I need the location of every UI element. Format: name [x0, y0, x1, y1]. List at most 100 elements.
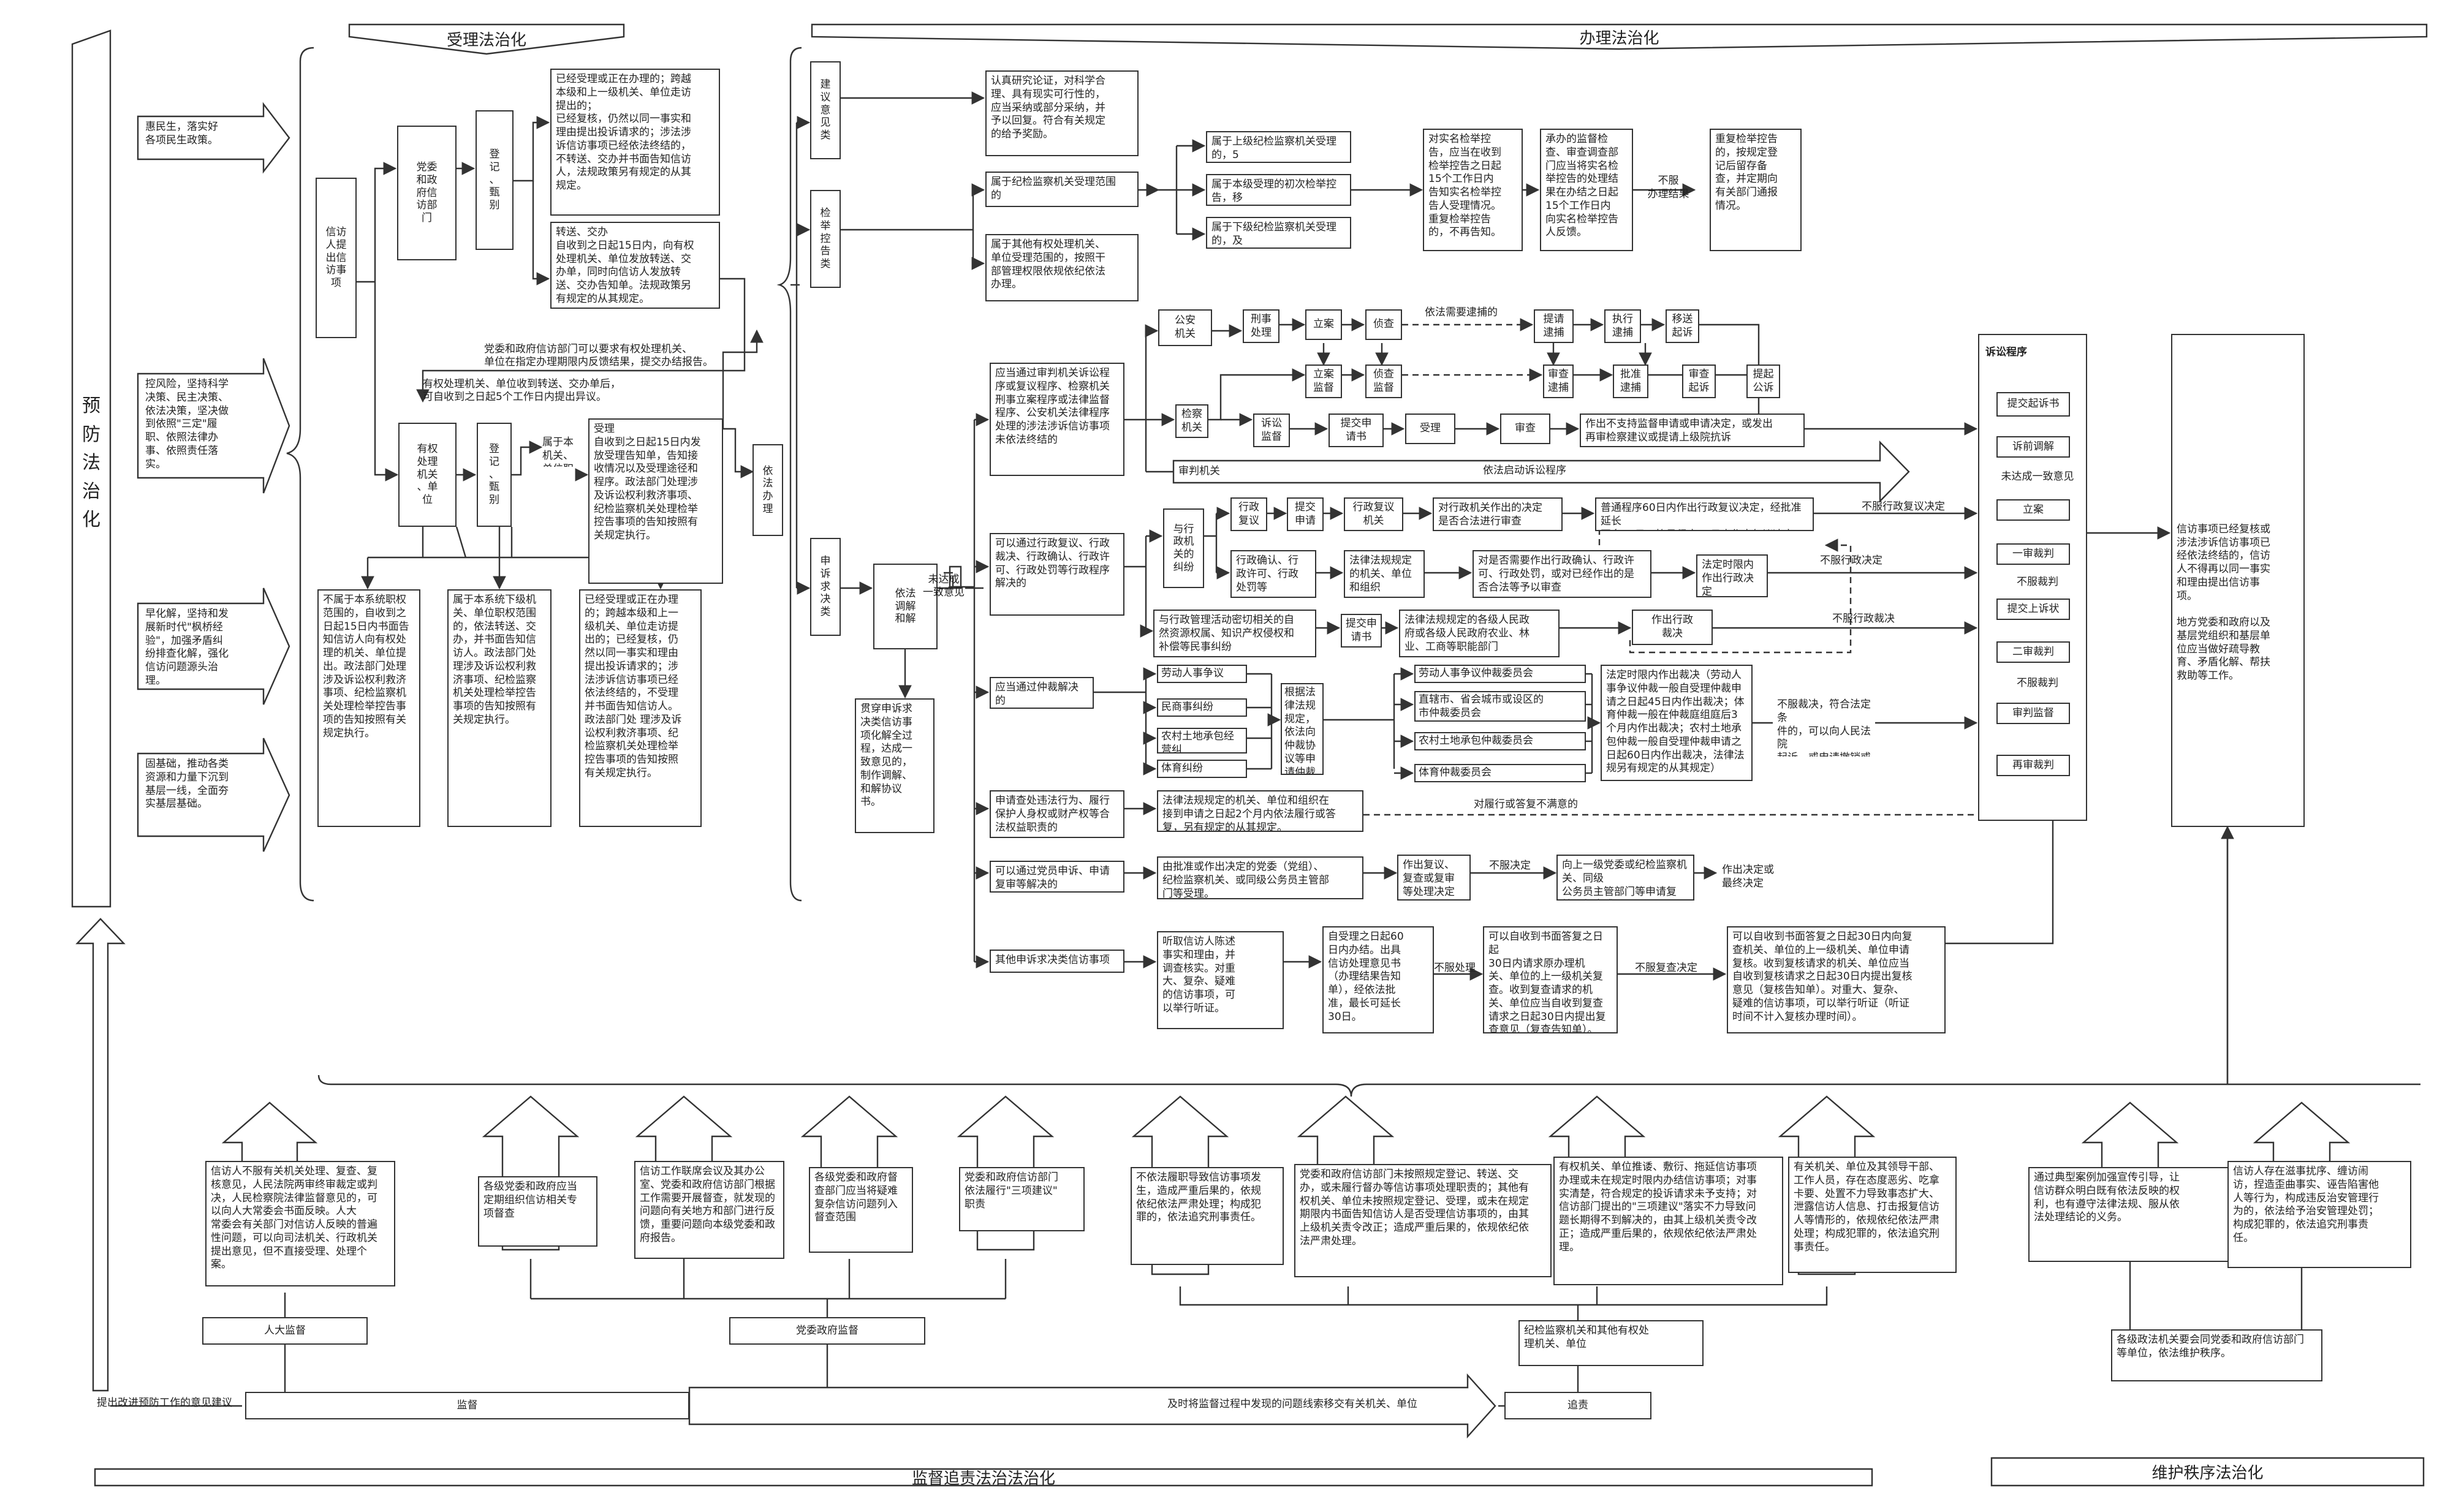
report-real-name: 对实名检举控 告，应当在收到 检举控告之日起 15个工作日内 告知实名检举控 告… [1423, 129, 1523, 251]
prevent-arrow-2 [137, 358, 290, 494]
party-item-box-2: 信访工作联席会议及其办公 室、党委和政府信访部门根据 工作需要开展督查，就发现的… [634, 1161, 784, 1259]
transfer-box: 转送、交办 自收到之日起15日内，向有权 处理机关、单位发放转送、交 办单，同时… [550, 222, 720, 309]
party-member-text-box: 由批准或作出决定的党委（党组）、 纪检监察机关、或同级公务员主管部 门等受理。 [1157, 856, 1363, 899]
supervise-req-box: 申请查处违法行为、履行 保护人身权或财产权等合 法权益职责的 [990, 790, 1124, 838]
direct-city-box: 直辖市、省会城市或设区的 市仲裁委员会 [1414, 691, 1586, 722]
party-item-box-3: 各级党委和政府督 查部门应当将疑难 复杂信访问题列入 督查范围 [809, 1167, 913, 1253]
proc-step-3: 立案 [1996, 499, 2070, 521]
register-top-box: 登 记 、 甄 别 [476, 110, 514, 250]
other-listen-box: 听取信访人陈述 事实和理由，并 调查核实。对重 大、复杂、疑难 的信访事项，可 … [1157, 931, 1284, 1029]
not-review-dec-label: 不服决定 [1489, 859, 1531, 872]
not-admin-ruling-label: 不服行政裁决 [1832, 613, 1895, 625]
party-item-box-1: 各级党委和政府应当 定期组织信访相关专 项督查 [478, 1176, 597, 1247]
npc-box: 人大监督 [202, 1317, 368, 1345]
submit-app3-box: 提交申 请书 [1341, 614, 1382, 648]
party-member-box: 可以通过党员申诉、申请 复审等解决的 [990, 861, 1124, 893]
final-end-text: 信访事项已经复核或 涉法涉诉信访事项已 经依法终结的，信访 人不得再以同一事实 … [2177, 523, 2270, 682]
police-box: 公安 机关 [1158, 309, 1212, 346]
timely-transfer-arrow [688, 1373, 1496, 1439]
inv-sup-box: 侦查 监督 [1365, 364, 1402, 398]
order-item-box-1: 通过典型案例加强宣传引导，让 信访群众明白既有依法反映的权 利，也有遵守法律法规… [2028, 1167, 2231, 1262]
procuratorate-box: 检察 机关 [1175, 404, 1208, 438]
court-arrow [1172, 440, 1910, 503]
litig-proc-title: 诉讼程序 [1985, 346, 2027, 358]
proc-step-6: 提交上诉状 [1996, 599, 2070, 620]
proc-step-8: 不服裁判 [2017, 677, 2058, 689]
sport-box: 体育纠纷 [1157, 760, 1247, 778]
order-base-box: 各级政法机关要会同党委和政府信访部门 等单位，依法维护秩序。 [2111, 1329, 2322, 1381]
civil-org-box: 法律法规规定的各级人民政 府或各级人民政府农业、林 业、工商等职能部门 [1399, 610, 1560, 657]
no-agree-label: 未达成 一致意见 [923, 573, 965, 599]
acc-item-box-1: 不依法履职导致信访事项发 生，造成严重后果的，依规 依纪依法严肃处理；构成犯 罪… [1131, 1167, 1284, 1265]
litig-sup-box: 诉讼 监督 [1253, 414, 1290, 447]
req-arrest-box: 提请 逮捕 [1534, 309, 1574, 343]
arb-box: 应当通过仲裁解决的 [990, 677, 1094, 709]
prevent-arrow-1 [137, 102, 290, 174]
acc-item-box-2: 党委和政府信访部门未按照规定登记、转送、交 办，或未履行督办等信访事项处理职责的… [1294, 1164, 1552, 1277]
proc-step-5: 不服裁判 [2017, 576, 2058, 588]
investigate-box: 侦查 [1365, 309, 1402, 340]
acc-item-box-3: 有权机关、单位推诿、敷衍、拖延信访事项 办理或未在规定时限内办结信访事项；对事 … [1553, 1157, 1783, 1285]
accept-box: 受理 [1405, 414, 1455, 444]
suggest-type: 建 议 意 见 类 [810, 61, 841, 159]
admin-relation-box: 与行 政机 关的 纠纷 [1163, 508, 1204, 588]
other-recheck-box: 可以自收到书面答复之日起30日内向复 查机关、单位的上一级机关、单位申请 复核。… [1727, 926, 1946, 1033]
prevent-item-3: 早化解，坚持和发 展新时代"枫桥经 验"，加强矛盾纠 纷排查化解，强化 信访问题… [145, 608, 229, 687]
admin-civil-box: 与行政管理活动密切相关的自 然资源权属、知识产权侵权和 补偿等民事纠纷 [1153, 610, 1316, 657]
prevent-arrow-4 [137, 738, 290, 852]
report-b: 属于其他有权处理机关、 单位受理范围的，按照干 部管理权限依规依纪依法 办理。 [985, 234, 1139, 301]
timely-note: 及时将监督过程中发现的问题线索移交有关机关、单位 [1167, 1398, 1417, 1410]
feedback-note: 党委和政府信访部门可以要求有权处理机关、 单位在指定办理期限内反馈结果，提交办结… [484, 343, 713, 369]
court-label: 审判机关 [1178, 465, 1220, 478]
need-arrest-label: 依法需要逮捕的 [1425, 306, 1498, 319]
already-top-box: 已经受理或正在办理的；跨越 本级和上一级机关、单位走访 提出的； 已经复核，仍然… [550, 69, 720, 216]
land-com-box: 农村土地承包仲裁委员会 [1414, 732, 1586, 750]
handle-banner: 办理法治化 [1579, 29, 1659, 48]
suggest-back-label: 提出改进预防工作的意见建议 [97, 1397, 232, 1409]
proc-step-0: 提交起诉书 [1996, 392, 2070, 417]
arb-dissatisfy-label: 不服裁决，符合法定条 件的，可以向人民法院 起诉，或申请撤销或不 予执行。 [1777, 698, 1871, 757]
handle-label-box: 依 法 办 理 [752, 444, 783, 536]
prevent-feedback-arrow [75, 918, 126, 1392]
not-admin-rev-label: 不服行政复议决定 [1862, 500, 1945, 513]
criminal-box: 刑事 处理 [1243, 309, 1279, 343]
review-req-box: 作出复议、 复查或复审 等处理决定 [1397, 855, 1471, 901]
suggest-text: 认真研究论证，对科学合 理、具有现实可行性的， 应当采纳或部分采纳，并 予以回复… [985, 70, 1139, 156]
other-reexam-box: 可以自收到书面答复之日起 30日内请求原办理机 关、单位的上一级机关复 查。收到… [1483, 926, 1618, 1033]
labor-box: 劳动人事争议 [1157, 665, 1247, 683]
accept-process-box: 受理 自收到之日起15日内发 放受理告知单，告知接 收情况以及受理途径和 程序。… [588, 418, 723, 584]
party-gov-box: 党委政府监督 [729, 1317, 925, 1345]
civil-com-box: 民商事纠纷 [1157, 698, 1247, 717]
non-support-box: 作出不支持监督申请或申请决定，或发出 再审检察建议或提请上级院抗诉 [1580, 414, 1805, 447]
public-prosecute-box: 提起 公诉 [1746, 364, 1780, 398]
already-box: 已经受理或正在办理 的；跨越本级和上一 级机关、单位走访提 出的；已经复核，仍 … [579, 589, 702, 827]
prevent-item-1: 惠民生，落实好 各项民生政策。 [145, 121, 218, 146]
filing-sup-box: 立案 监督 [1305, 364, 1342, 398]
order-item-box-2: 信访人存在滋事扰序、缠访闹 访，捏造歪曲事实、诬告陷害他 人等行为，构成违反治安… [2227, 1161, 2411, 1268]
handle-banner-shape [811, 23, 2428, 50]
accept-banner-shape [348, 23, 625, 55]
submit-app2-box: 提交 申请 [1287, 497, 1324, 531]
proc-step-10: 再审裁判 [1996, 755, 2070, 776]
admin-confirm-box: 行政确认、行 政许可、行政 处罚等 [1230, 550, 1316, 598]
prevent-sidebar-shape [71, 29, 112, 908]
report-undertake: 承办的监督检 查、审查调查部 门应当将实名检 举控告的处理结 果在办结之日起 1… [1540, 129, 1633, 251]
authority-box: 有权 处理 机关 、单 位 [398, 423, 457, 527]
labor-com-box: 劳动人事争议仲裁委员会 [1414, 665, 1586, 683]
prevent-arrow-3 [137, 587, 290, 705]
not-scope-box-1: 不属于本系统职权 范围的，自收到之 日起15日内书面告 知信访人向有权处 理的机… [317, 589, 420, 827]
appeal-type: 申 诉 求 决 类 [810, 538, 841, 636]
handle-bracket [776, 47, 802, 902]
prevent-sidebar-label: 预 防 法 治 化 [82, 395, 100, 531]
report-a3: 属于下级纪检监察机关受理的，及 时予以转送。 [1206, 217, 1351, 249]
report-type: 检 举 控 告 类 [810, 190, 841, 288]
accept-bracket [286, 47, 314, 902]
review-box: 审查 [1500, 414, 1550, 444]
party-dept-box: 党委 和政 府信 访部 门 [397, 126, 457, 260]
not-admin-dec-label: 不服行政决定 [1820, 554, 1882, 567]
admin-rev-org-box: 行政复议 机关 [1344, 497, 1403, 531]
admin-confirm-dec-box: 对是否需要作出行政确认、行政许 可、行政处罚，或对已经作出的是 否合法等予以审查 [1473, 550, 1651, 598]
report-a1: 属于上级纪检监察机关受理的，5 个工作日内报送其信访举报部门。 [1206, 131, 1351, 163]
proc-step-4: 一审裁判 [1996, 543, 2070, 565]
